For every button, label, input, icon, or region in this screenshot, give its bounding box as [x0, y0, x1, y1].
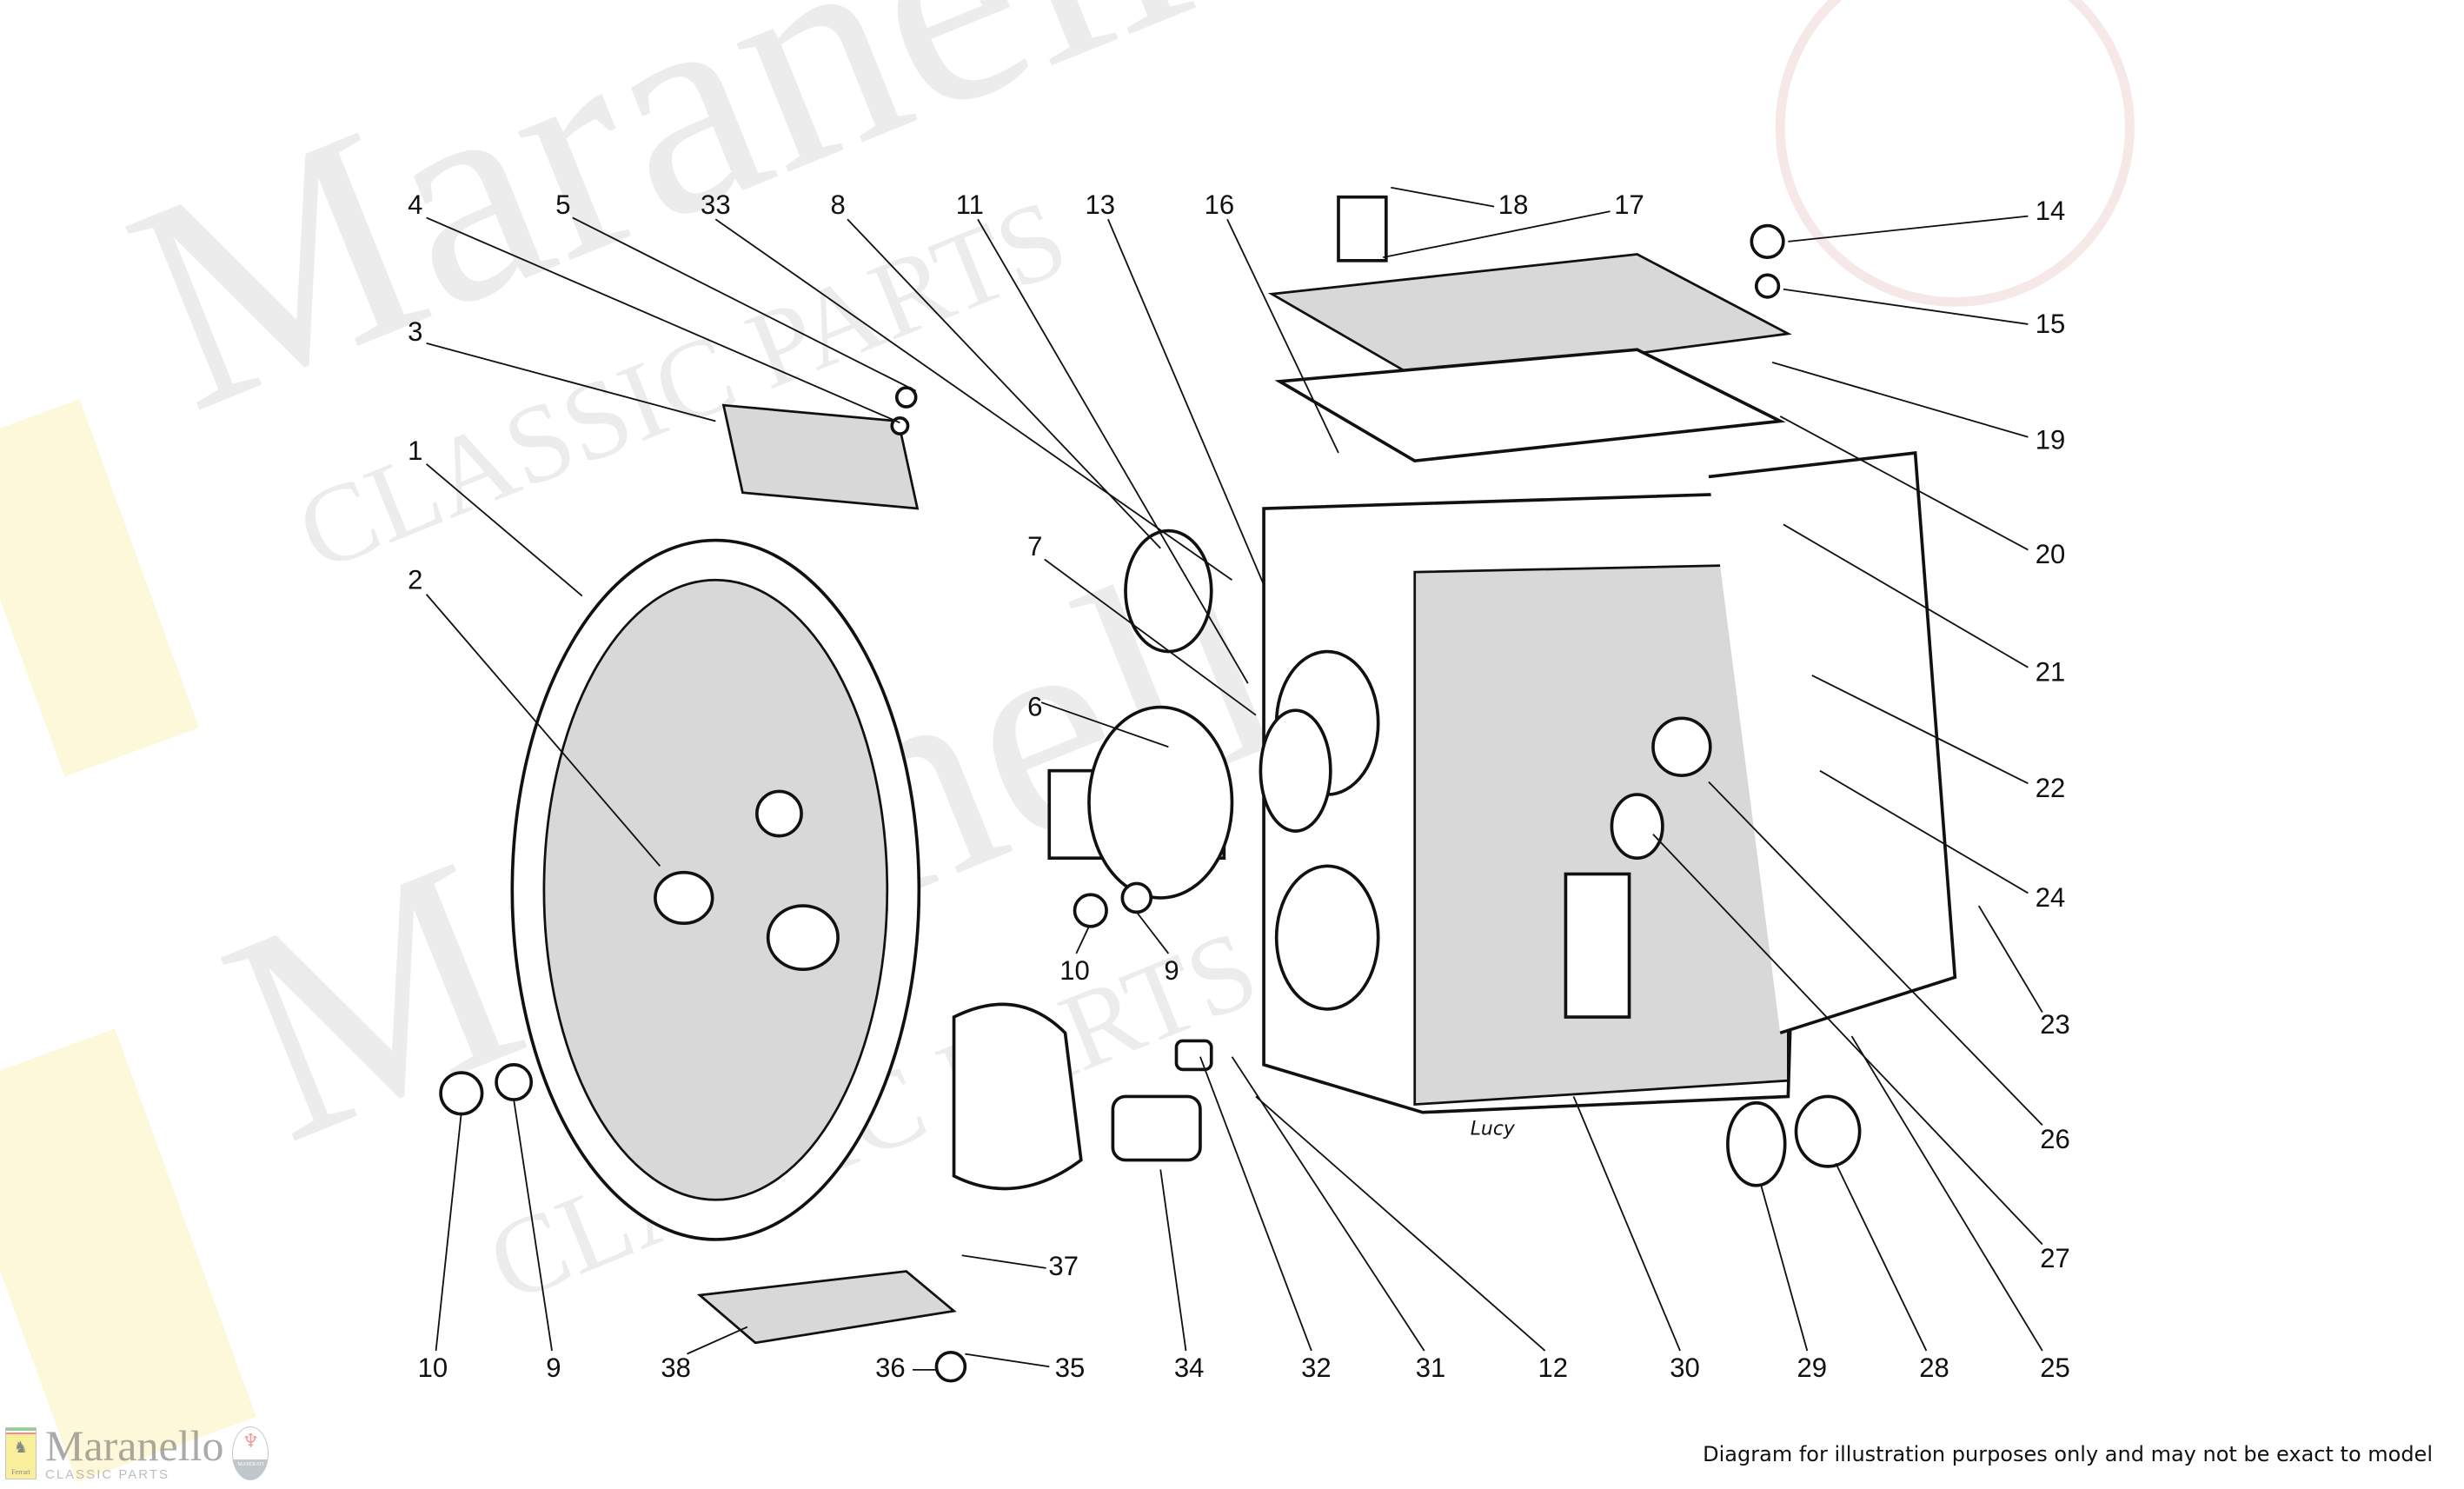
maserati-badge-icon: ♆ MASERATI [232, 1426, 269, 1480]
callout-36: 36 [875, 1353, 906, 1383]
callout-3: 3 [408, 316, 422, 347]
callout-23: 23 [2040, 1009, 2070, 1040]
callout-13: 13 [1085, 189, 1115, 220]
ferrari-badge-icon: ♞ Ferrari [5, 1426, 37, 1479]
callout-24: 24 [2036, 882, 2066, 913]
callout-19: 19 [2036, 424, 2066, 455]
small-parts [439, 223, 1862, 1383]
callout-2: 2 [408, 564, 422, 595]
maserati-badge-text: MASERATI [237, 1461, 264, 1467]
artist-signature: Lucy [1471, 1118, 1516, 1140]
callout-28: 28 [1919, 1353, 1949, 1383]
callout-8: 8 [830, 189, 845, 220]
brand-logo: ♞ Ferrari Maranello CLASSIC PARTS ♆ MASE… [5, 1424, 269, 1482]
inspection-cover-3 [721, 403, 920, 510]
callout-9: 9 [546, 1353, 561, 1383]
leader-lines [425, 186, 2043, 1371]
callout-26: 26 [2040, 1124, 2070, 1154]
callout-18: 18 [1498, 189, 1529, 220]
callout-11: 11 [956, 189, 984, 220]
callout-35: 35 [1055, 1353, 1086, 1383]
callout-32: 32 [1301, 1353, 1332, 1383]
callout-34: 34 [1174, 1353, 1205, 1383]
brand-name: Maranello [45, 1421, 224, 1470]
callout-14: 14 [2036, 196, 2066, 226]
callout-20: 20 [2036, 539, 2066, 569]
callout-21: 21 [2036, 656, 2066, 687]
callout-37: 37 [1048, 1251, 1079, 1281]
callout-29: 29 [1797, 1353, 1828, 1383]
ferrari-badge-text: Ferrari [11, 1467, 30, 1476]
callout-labels: 1 2 3 4 5 6 7 8 9 10 11 12 13 14 15 16 1… [408, 189, 2070, 1383]
side-gasket [1708, 450, 1957, 1035]
callout-7: 7 [1027, 531, 1042, 562]
bell-housing [510, 538, 1083, 1241]
callout-25: 25 [2040, 1353, 2070, 1383]
callout-4: 4 [408, 189, 422, 220]
callout-9-b: 9 [1164, 955, 1179, 986]
callout-17: 17 [1614, 189, 1644, 220]
brand-subtitle: CLASSIC PARTS [45, 1467, 169, 1482]
callout-12: 12 [1538, 1353, 1569, 1383]
callout-30: 30 [1670, 1353, 1700, 1383]
callout-10: 10 [418, 1353, 448, 1383]
callout-15: 15 [2036, 309, 2066, 339]
maserati-trident-icon: ♆ [242, 1430, 260, 1452]
callout-16: 16 [1205, 189, 1235, 220]
callout-22: 22 [2036, 773, 2066, 803]
callout-33: 33 [701, 189, 731, 220]
callout-10-b: 10 [1059, 955, 1090, 986]
prancing-horse-icon: ♞ [13, 1438, 29, 1457]
callout-38: 38 [661, 1353, 691, 1383]
input-shaft-assembly [1047, 528, 1332, 900]
callout-6: 6 [1027, 692, 1042, 722]
callout-1: 1 [408, 435, 422, 466]
disclaimer-note: Diagram for illustration purposes only a… [1703, 1442, 2433, 1466]
callout-31: 31 [1416, 1353, 1446, 1383]
callout-27: 27 [2040, 1243, 2070, 1273]
gearbox-case [1262, 490, 1806, 1114]
top-cover [1267, 195, 1792, 463]
callout-5: 5 [555, 189, 570, 220]
